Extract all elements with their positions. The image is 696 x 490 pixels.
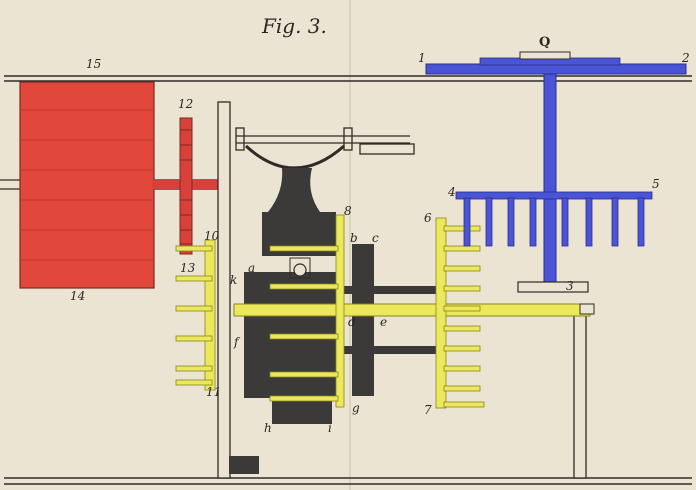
right-post: [573, 309, 587, 479]
label-12: 12: [178, 97, 193, 111]
label-8: 8: [344, 204, 352, 218]
label-4: 4: [447, 185, 456, 199]
pivot-block: [517, 281, 589, 293]
label-1: 1: [418, 51, 426, 65]
red-drum: [19, 81, 220, 289]
left-post: [217, 101, 231, 479]
post-foot: [229, 456, 259, 474]
blue-crown-wheel: [455, 191, 653, 247]
figure-title: Fig. 3.: [261, 14, 327, 38]
label-5: 5: [652, 177, 660, 191]
red-spur-wheel: [179, 117, 193, 255]
label-2: 2: [681, 51, 690, 65]
label-11: 11: [206, 385, 221, 399]
right-lantern-wheel: [435, 217, 485, 409]
label-g: g: [352, 401, 360, 415]
label-7: 7: [424, 403, 432, 417]
dark-bars-bc: [352, 244, 374, 396]
top-beam: [4, 75, 692, 82]
label-3: 3: [566, 279, 574, 293]
label-e: e: [380, 315, 387, 329]
left-lantern-wheel: [175, 239, 216, 391]
label-k: k: [230, 273, 237, 287]
label-h: h: [264, 421, 272, 435]
central-lantern: [269, 214, 345, 408]
label-i: i: [328, 421, 332, 435]
label-10: 10: [204, 229, 220, 243]
label-f: f: [233, 335, 241, 349]
blue-spindle: [543, 73, 557, 283]
hopper-bracket: [235, 127, 415, 170]
label-Q: Q: [539, 35, 550, 50]
label-6: 6: [424, 211, 432, 225]
label-a: a: [248, 261, 255, 275]
label-d: d: [348, 315, 356, 329]
label-b: b: [350, 231, 358, 245]
label-15: 15: [86, 57, 101, 71]
label-c: c: [372, 231, 379, 245]
dark-shafts: [330, 286, 442, 354]
label-14: 14: [70, 289, 85, 303]
yellow-main-shaft: [233, 303, 595, 317]
label-13: 13: [180, 261, 196, 275]
